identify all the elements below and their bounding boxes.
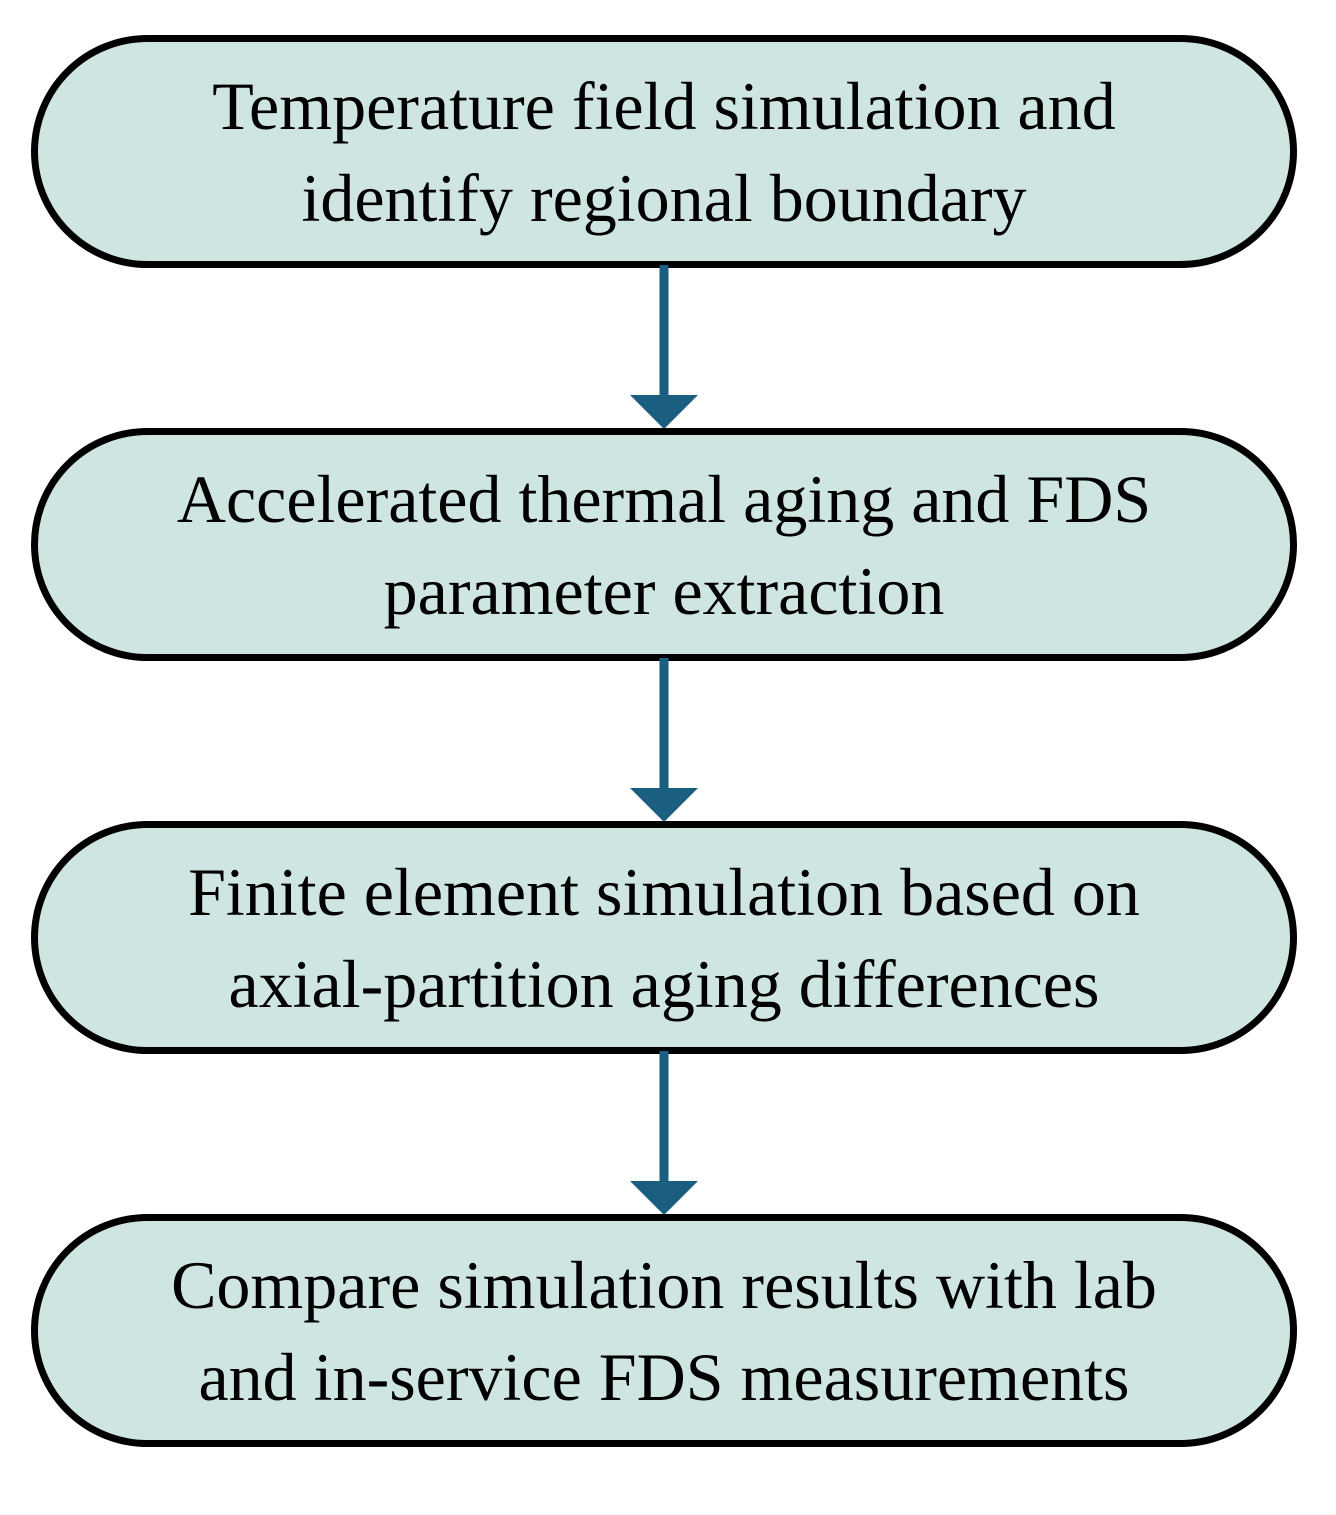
step-4-label: Compare simulation results with lab and … xyxy=(171,1246,1157,1415)
arrow-down-icon xyxy=(630,658,698,822)
step-1-node: Temperature field simulation and identif… xyxy=(31,35,1297,268)
step-2-node: Accelerated thermal aging and FDS parame… xyxy=(31,428,1297,661)
step-3-node: Finite element simulation based on axial… xyxy=(31,821,1297,1054)
arrow-down-icon xyxy=(630,265,698,429)
step-3-label: Finite element simulation based on axial… xyxy=(188,853,1140,1022)
step-4-node: Compare simulation results with lab and … xyxy=(31,1214,1297,1447)
arrow-down-icon xyxy=(630,1051,698,1215)
step-2-label: Accelerated thermal aging and FDS parame… xyxy=(176,460,1152,629)
step-1-label: Temperature field simulation and identif… xyxy=(212,67,1116,236)
